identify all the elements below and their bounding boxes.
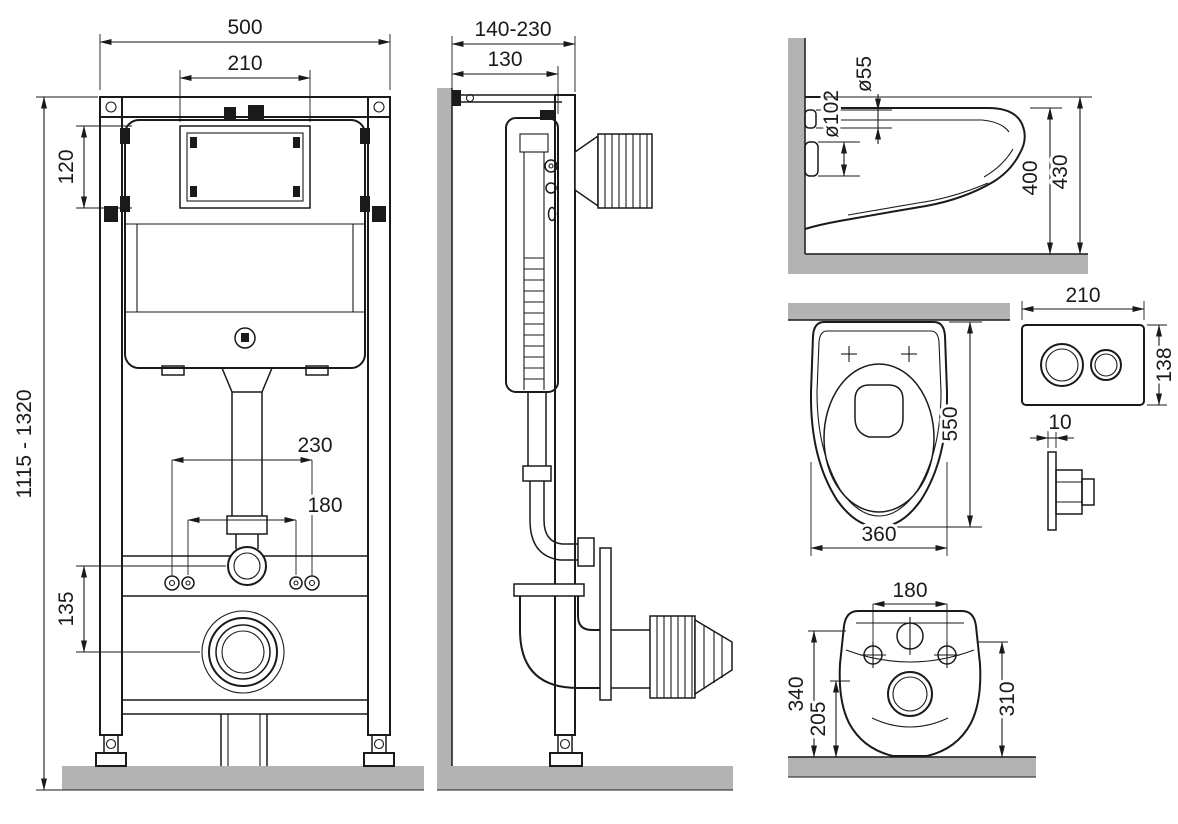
dim-depth-range: 140-230 (474, 18, 551, 41)
flush-plate (1021, 324, 1145, 406)
dim-bolt-spacing-wide: 230 (297, 434, 332, 457)
bowl-rear-view: 180 340 205 310 (782, 576, 1036, 778)
dim-plate-thickness: 10 (1048, 411, 1071, 434)
dim-height-205: 205 (807, 701, 830, 736)
inlet-fitting (224, 107, 236, 120)
dim-bowl-overall-height: 430 (1049, 154, 1072, 189)
dim-bowl-width: 360 (861, 523, 896, 546)
right-foot (363, 752, 395, 767)
dim-outlet-dia: ø102 (820, 90, 843, 138)
dim-installation-height: 1115 - 1320 (13, 390, 36, 499)
bowl-connector-side (577, 537, 595, 567)
dim-window-height: 120 (55, 149, 78, 184)
frame-front-view: 500 210 120 1115 - 1320 230 180 135 (10, 13, 424, 791)
dim-outlet-offset: 135 (55, 591, 78, 626)
dim-rear-fixing-spacing: 180 (892, 579, 927, 602)
dim-height-340: 340 (785, 676, 808, 711)
floor-side (437, 766, 733, 790)
frame-left-rail (99, 96, 123, 736)
dim-bowl-depth: 550 (939, 406, 962, 441)
rear-outlet-hole (887, 671, 933, 717)
flush-plate-side-view: 10 (1030, 408, 1095, 531)
dim-bolt-spacing-narrow: 180 (307, 494, 342, 517)
bowl-rear-outline (838, 610, 982, 757)
wall (437, 88, 452, 790)
dim-window-width: 210 (227, 52, 262, 75)
drain-flange (201, 610, 285, 694)
bowl-side-view: ø55 ø102 400 430 (788, 38, 1092, 274)
bowl-profile (804, 96, 1026, 230)
bowl-top-view: 550 360 (788, 303, 1010, 556)
dim-plate-height: 138 (1153, 347, 1176, 382)
seat-opening (823, 363, 935, 513)
frame-side-view: 140-230 130 (437, 15, 733, 791)
big-flush-button (1040, 343, 1084, 387)
frame-right-rail (367, 96, 391, 736)
floor-front (62, 766, 424, 790)
dim-frame-depth: 130 (487, 48, 522, 71)
inlet-bellows (597, 133, 653, 209)
access-window (179, 125, 311, 209)
support-bracket (599, 547, 612, 701)
dim-bowl-height: 400 (1019, 160, 1042, 195)
dim-height-310: 310 (996, 681, 1019, 716)
bowl-outlet-hole (804, 141, 819, 177)
frame-top-bar (99, 96, 391, 118)
dim-frame-width: 500 (227, 16, 262, 39)
pipe-coupling (226, 515, 268, 535)
flush-plate-front-view: 210 138 (1021, 281, 1178, 406)
cistern (124, 119, 366, 369)
dim-inlet-dia: ø55 (853, 56, 876, 92)
dim-plate-width: 210 (1065, 284, 1100, 307)
small-flush-button (1090, 349, 1122, 381)
bowl-inlet-hole (804, 109, 817, 129)
flush-pipe-bell (220, 367, 274, 393)
flush-plate-profile (1047, 451, 1057, 531)
flush-actuator (234, 327, 256, 349)
water-area (854, 384, 904, 438)
bowl-top-outline (809, 321, 949, 529)
cistern-side (505, 117, 559, 393)
left-foot (95, 752, 127, 767)
